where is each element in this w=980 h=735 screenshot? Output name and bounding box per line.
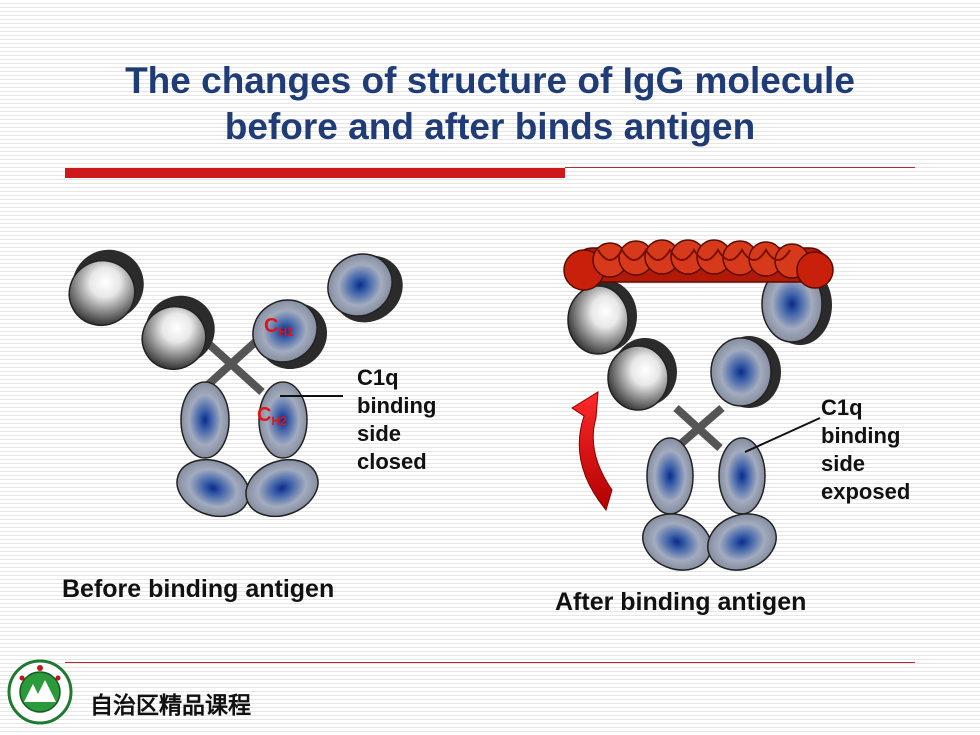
title-underline-thin (565, 167, 915, 168)
caption-after-binding: After binding antigen (555, 588, 807, 616)
igg-after-binding (563, 239, 834, 571)
label-line: side (357, 421, 402, 446)
ch1-subscript: H1 (278, 325, 294, 339)
left-fab-arm (567, 280, 677, 411)
label-line: binding (821, 423, 901, 448)
ch2-domain-label: CH2 (257, 404, 287, 428)
left-fab-arm (68, 249, 215, 371)
ch2-letter: C (257, 404, 272, 426)
title-underline-red (65, 168, 565, 178)
ch2-subscript: H2 (271, 414, 287, 428)
university-logo (7, 659, 73, 725)
ch1-letter: C (264, 315, 279, 337)
antigen-chain (563, 239, 834, 291)
title-line-1: The changes of structure of IgG molecule (125, 60, 855, 101)
title-line-2: before and after binds antigen (224, 106, 756, 147)
slide-title: The changes of structure of IgG molecule… (30, 58, 950, 150)
label-line: side (821, 451, 866, 476)
footer-divider (65, 662, 915, 663)
right-fab-arm (252, 253, 403, 370)
c1q-closed-label: C1q binding side closed (357, 364, 436, 476)
hinge-strand (673, 404, 725, 452)
caption-before-binding: Before binding antigen (62, 575, 335, 603)
curved-arrow-icon (571, 391, 613, 512)
fc-region (642, 437, 777, 571)
label-line: C1q (357, 365, 399, 390)
ch1-domain-label: CH1 (264, 315, 294, 339)
label-line: exposed (821, 479, 911, 504)
footer-course-name: 自治区精品课程 (90, 693, 251, 719)
label-line: C1q (821, 395, 863, 420)
label-line: binding (357, 393, 437, 418)
fc-region (176, 381, 319, 518)
label-line: closed (357, 449, 427, 474)
igg-before-binding (68, 249, 403, 518)
c1q-exposed-label: C1q binding side exposed (821, 394, 910, 506)
label-pointer-line (744, 417, 821, 453)
